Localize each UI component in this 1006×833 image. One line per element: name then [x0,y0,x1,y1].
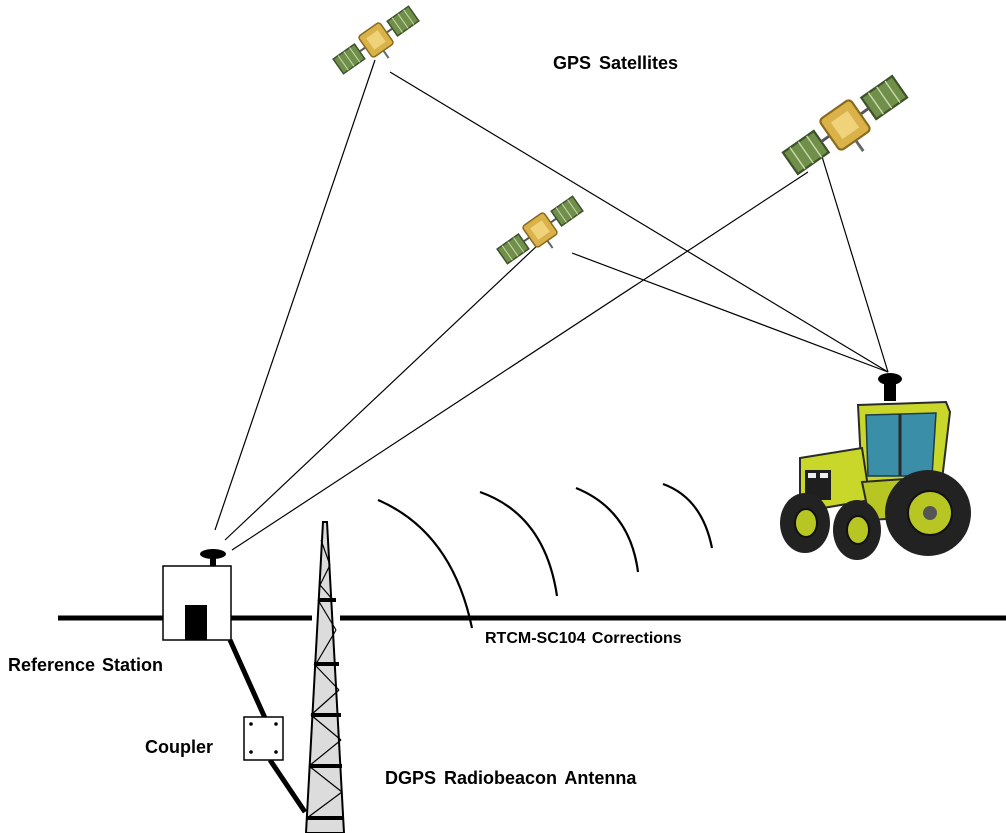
signal-line [214,59,376,531]
signal-line [819,149,889,373]
radio-wave [377,498,474,629]
satellite-icon [329,1,428,86]
signal-line [224,242,541,541]
satellite-icon [778,69,920,191]
signal-line [389,71,889,373]
coupler-cable [227,638,308,814]
radio-wave [479,490,559,597]
radio-wave [662,482,714,549]
satellite-icon [493,191,592,276]
reference-station-label: Reference Station [8,655,164,675]
radio-wave [575,486,640,573]
signal-line [231,171,809,551]
coupler-icon [243,716,284,761]
satellites-label: GPS Satellites [553,53,679,73]
reference-station-icon [162,549,232,641]
radio-tower-icon [304,521,346,833]
signal-lines [214,59,889,551]
radio-waves [377,482,714,629]
tractor-icon [780,373,971,560]
signal-line [571,252,889,373]
coupler-label: Coupler [145,737,214,757]
corrections-label: RTCM-SC104 Corrections [485,630,682,647]
gps-antenna-icon [878,373,902,401]
radiobeacon-antenna-label: DGPS Radiobeacon Antenna [385,768,637,788]
